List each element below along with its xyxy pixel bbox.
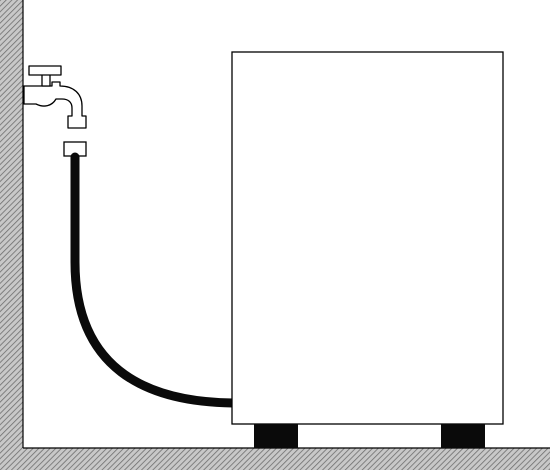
floor xyxy=(0,447,550,470)
wall xyxy=(0,0,24,452)
washing-machine xyxy=(231,51,504,425)
inlet-hose xyxy=(70,152,238,408)
machine-foot-right xyxy=(441,424,485,448)
faucet-icon xyxy=(23,65,87,129)
machine-foot-left xyxy=(254,424,298,448)
